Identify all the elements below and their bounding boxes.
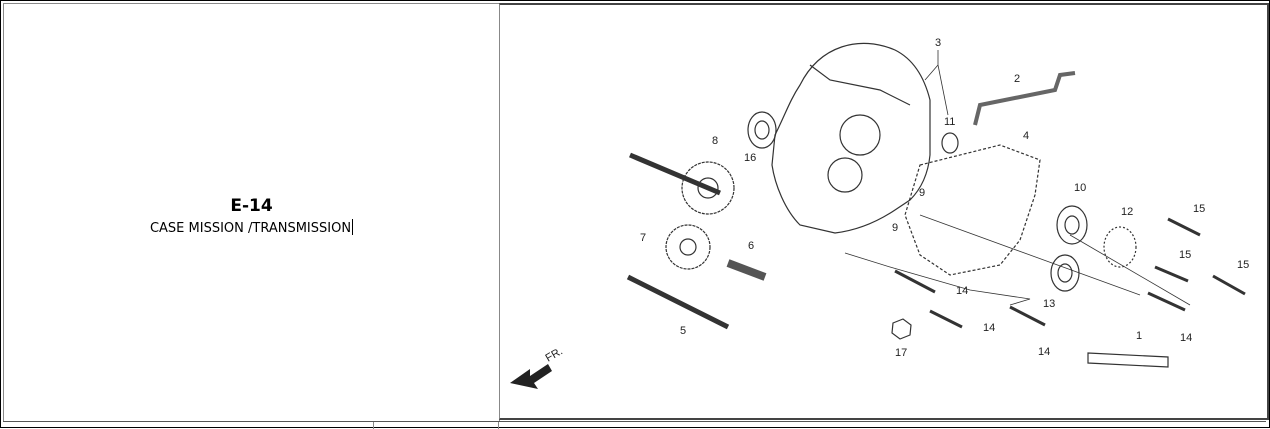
shaft-5-drawing [626,274,730,330]
part-number-15b: 15 [1179,249,1191,261]
front-arrow-icon [510,364,552,389]
part-number-17: 17 [895,347,907,359]
section-code: E-14 [230,196,273,216]
bolt-14a [894,269,936,294]
section-title-text: CASE MISSION /TRANSMISSION [149,221,352,236]
exploded-parts-diagram: FR. 1 2 3 4 5 6 7 8 9 9 10 11 12 13 14 1… [510,37,1249,389]
bolt-14b [929,309,963,329]
bolt-14d [1147,291,1186,312]
bearing-10 [1056,205,1088,245]
part-number-1: 1 [1136,330,1142,342]
part-number-15a: 15 [1193,203,1205,215]
part-number-5: 5 [680,325,686,337]
part-number-10: 10 [1074,182,1086,194]
part-number-16: 16 [744,152,756,164]
part-number-14b: 14 [983,322,995,334]
part-number-3: 3 [935,37,941,49]
part-number-15c: 15 [1237,259,1249,271]
case-bore-lower [827,157,863,193]
row-divider-2 [498,422,499,429]
part-number-14d: 14 [1180,332,1192,344]
table-next-row [3,421,1266,429]
part-number-12: 12 [1121,206,1133,218]
title-cell: E-14 CASE MISSION /TRANSMISSION [3,3,500,422]
bolt-15c [1212,274,1246,296]
part-number-9b: 9 [892,222,898,234]
case-bore-upper [839,114,881,156]
part-number-9a: 9 [919,187,925,199]
part-number-14a: 14 [956,285,968,297]
direction-label: FR. [544,345,565,364]
part-number-11: 11 [944,116,955,128]
shaft-6-drawing [726,259,767,281]
bearing-13 [1050,254,1080,292]
part-number-8: 8 [712,135,718,147]
gear-7 [665,224,711,270]
row-divider-1 [373,422,374,429]
bolt-14c [1009,305,1046,327]
transmission-case-drawing [771,42,931,234]
part-number-4: 4 [1023,130,1029,142]
text-caret [352,219,354,235]
bearing-11 [941,132,959,154]
diagram-cell: FR. 1 2 3 4 5 6 7 8 9 9 10 11 12 13 14 1… [499,3,1269,420]
bolt-15b [1154,265,1189,283]
belt-1-drawing [1087,352,1169,368]
breather-tube-drawing [973,71,1076,126]
nut-17 [891,318,912,340]
part-number-6: 6 [748,240,754,252]
gasket-drawing [904,144,1041,276]
bearing-12 [1103,226,1137,268]
part-number-7: 7 [640,232,646,244]
part-number-14c: 14 [1038,346,1050,358]
section-title: CASE MISSION /TRANSMISSION [4,219,499,236]
shaft-8-drawing [629,152,721,196]
bearing-16 [747,111,777,149]
part-number-2: 2 [1014,73,1020,85]
bolt-15a [1167,217,1201,237]
part-number-13: 13 [1043,298,1055,310]
gear-8 [681,161,735,215]
